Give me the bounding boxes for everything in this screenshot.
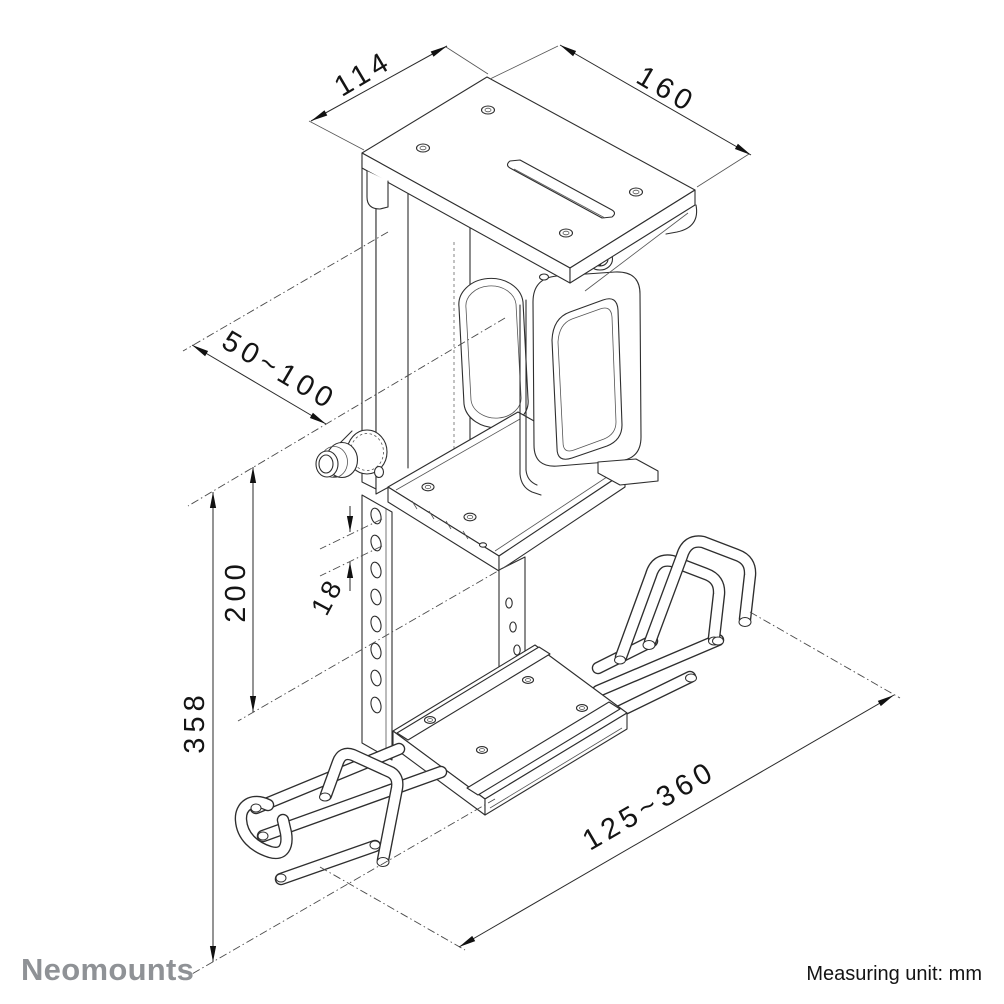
- cable-hooks-right: [591, 535, 757, 723]
- measuring-unit-note: Measuring unit: mm: [806, 963, 982, 985]
- dimension-label-200: 200: [220, 559, 252, 622]
- hole: [463, 512, 477, 522]
- dimension-total-height-358: 358: [179, 492, 496, 975]
- adjustment-knob: [315, 429, 388, 479]
- column-slot: [458, 277, 529, 429]
- hole: [521, 676, 535, 684]
- lower-tray: [392, 644, 628, 816]
- clamp-cutout: [551, 298, 623, 460]
- hole: [538, 273, 550, 281]
- tray-rail-back: [396, 646, 551, 741]
- column-upper: [361, 159, 471, 495]
- dimension-label-125-360: 125~360: [577, 755, 722, 857]
- hole: [480, 105, 496, 115]
- clamp-foot: [597, 458, 659, 486]
- hole: [475, 746, 489, 754]
- plate-slot: [506, 159, 616, 219]
- column-lower: [361, 494, 393, 761]
- dimension-height-travel-200: 200: [220, 467, 511, 722]
- hole: [373, 465, 385, 479]
- dimension-label-160: 160: [631, 60, 702, 120]
- slot-outer: [458, 277, 529, 429]
- top-plate: [361, 76, 698, 292]
- dimension-label-114: 114: [329, 45, 398, 104]
- shelf-front-right: [498, 471, 626, 572]
- plate-hook: [665, 204, 698, 235]
- dimension-label-18: 18: [305, 572, 349, 620]
- slot-inner: [465, 285, 522, 419]
- cable-hooks-left: [234, 742, 448, 886]
- hole: [423, 716, 437, 724]
- hole: [558, 228, 574, 238]
- hole: [421, 482, 435, 492]
- clamp-panel: [519, 247, 659, 496]
- plate-flap: [366, 170, 389, 210]
- tray-rail-front: [466, 701, 621, 796]
- hole: [628, 187, 644, 197]
- hole: [478, 542, 488, 548]
- plate-edge-right: [569, 189, 696, 284]
- hole: [575, 704, 589, 712]
- dimension-label-358: 358: [179, 690, 211, 753]
- adjustment-holes: [370, 507, 382, 714]
- hole: [415, 143, 431, 153]
- column-strip: [361, 494, 393, 761]
- brand-logo: Neomounts: [21, 952, 195, 987]
